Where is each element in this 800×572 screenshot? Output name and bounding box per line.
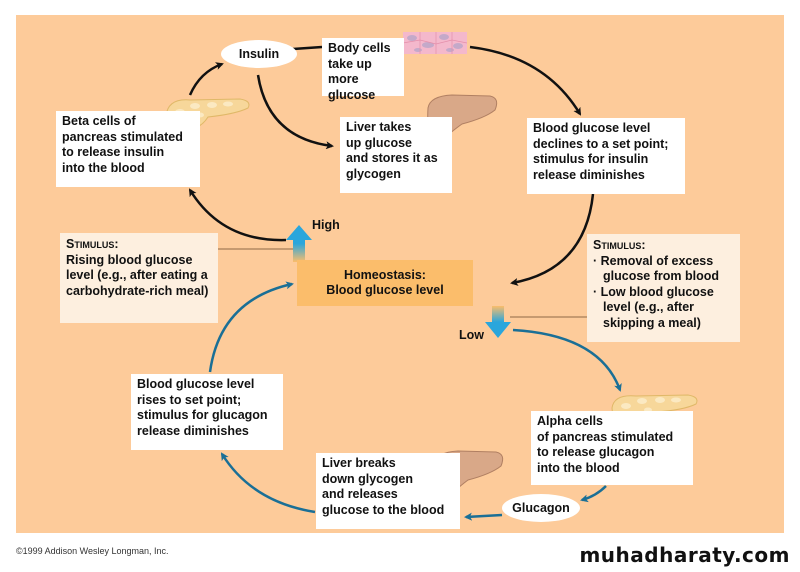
stimulus-high-heading: Stimulus:	[66, 237, 119, 251]
watermark-text: muhadharaty.com	[579, 543, 790, 567]
body-cells-box: Body cells take up more glucose	[322, 38, 404, 102]
stimulus-low-heading: Stimulus:	[593, 238, 646, 252]
insulin-oval: Insulin	[221, 40, 297, 68]
stimulus-high-text: Rising blood glucose level (e.g., after …	[66, 252, 209, 298]
liver-breaks-box: Liver breaks down glycogen and releases …	[316, 453, 460, 529]
rises-box: Blood glucose level rises to set point; …	[131, 374, 283, 450]
alpha-cells-box: Alpha cells of pancreas stimulated to re…	[531, 411, 693, 485]
low-label: Low	[459, 328, 484, 342]
copyright-text: ©1999 Addison Wesley Longman, Inc.	[16, 546, 169, 556]
homeostasis-box: Homeostasis: Blood glucose level	[297, 260, 473, 306]
glucagon-oval: Glucagon	[502, 494, 580, 522]
stimulus-low-box: Stimulus: · Removal of excess glucose fr…	[587, 234, 740, 342]
liver-stores-box: Liver takes up glucose and stores it as …	[340, 117, 452, 193]
homeostasis-line2: Blood glucose level	[326, 283, 444, 297]
high-label: High	[312, 218, 340, 232]
stimulus-high-box: Stimulus: Rising blood glucose level (e.…	[60, 233, 218, 323]
homeostasis-line1: Homeostasis:	[344, 268, 426, 282]
stimulus-low-item: · Low blood glucose level (e.g., after s…	[593, 284, 714, 330]
declines-box: Blood glucose level declines to a set po…	[527, 118, 685, 194]
beta-cells-box: Beta cells of pancreas stimulated to rel…	[56, 111, 200, 187]
stimulus-low-item: · Removal of excess glucose from blood	[593, 253, 719, 284]
stimulus-low-list: · Removal of excess glucose from blood ·…	[593, 254, 734, 332]
